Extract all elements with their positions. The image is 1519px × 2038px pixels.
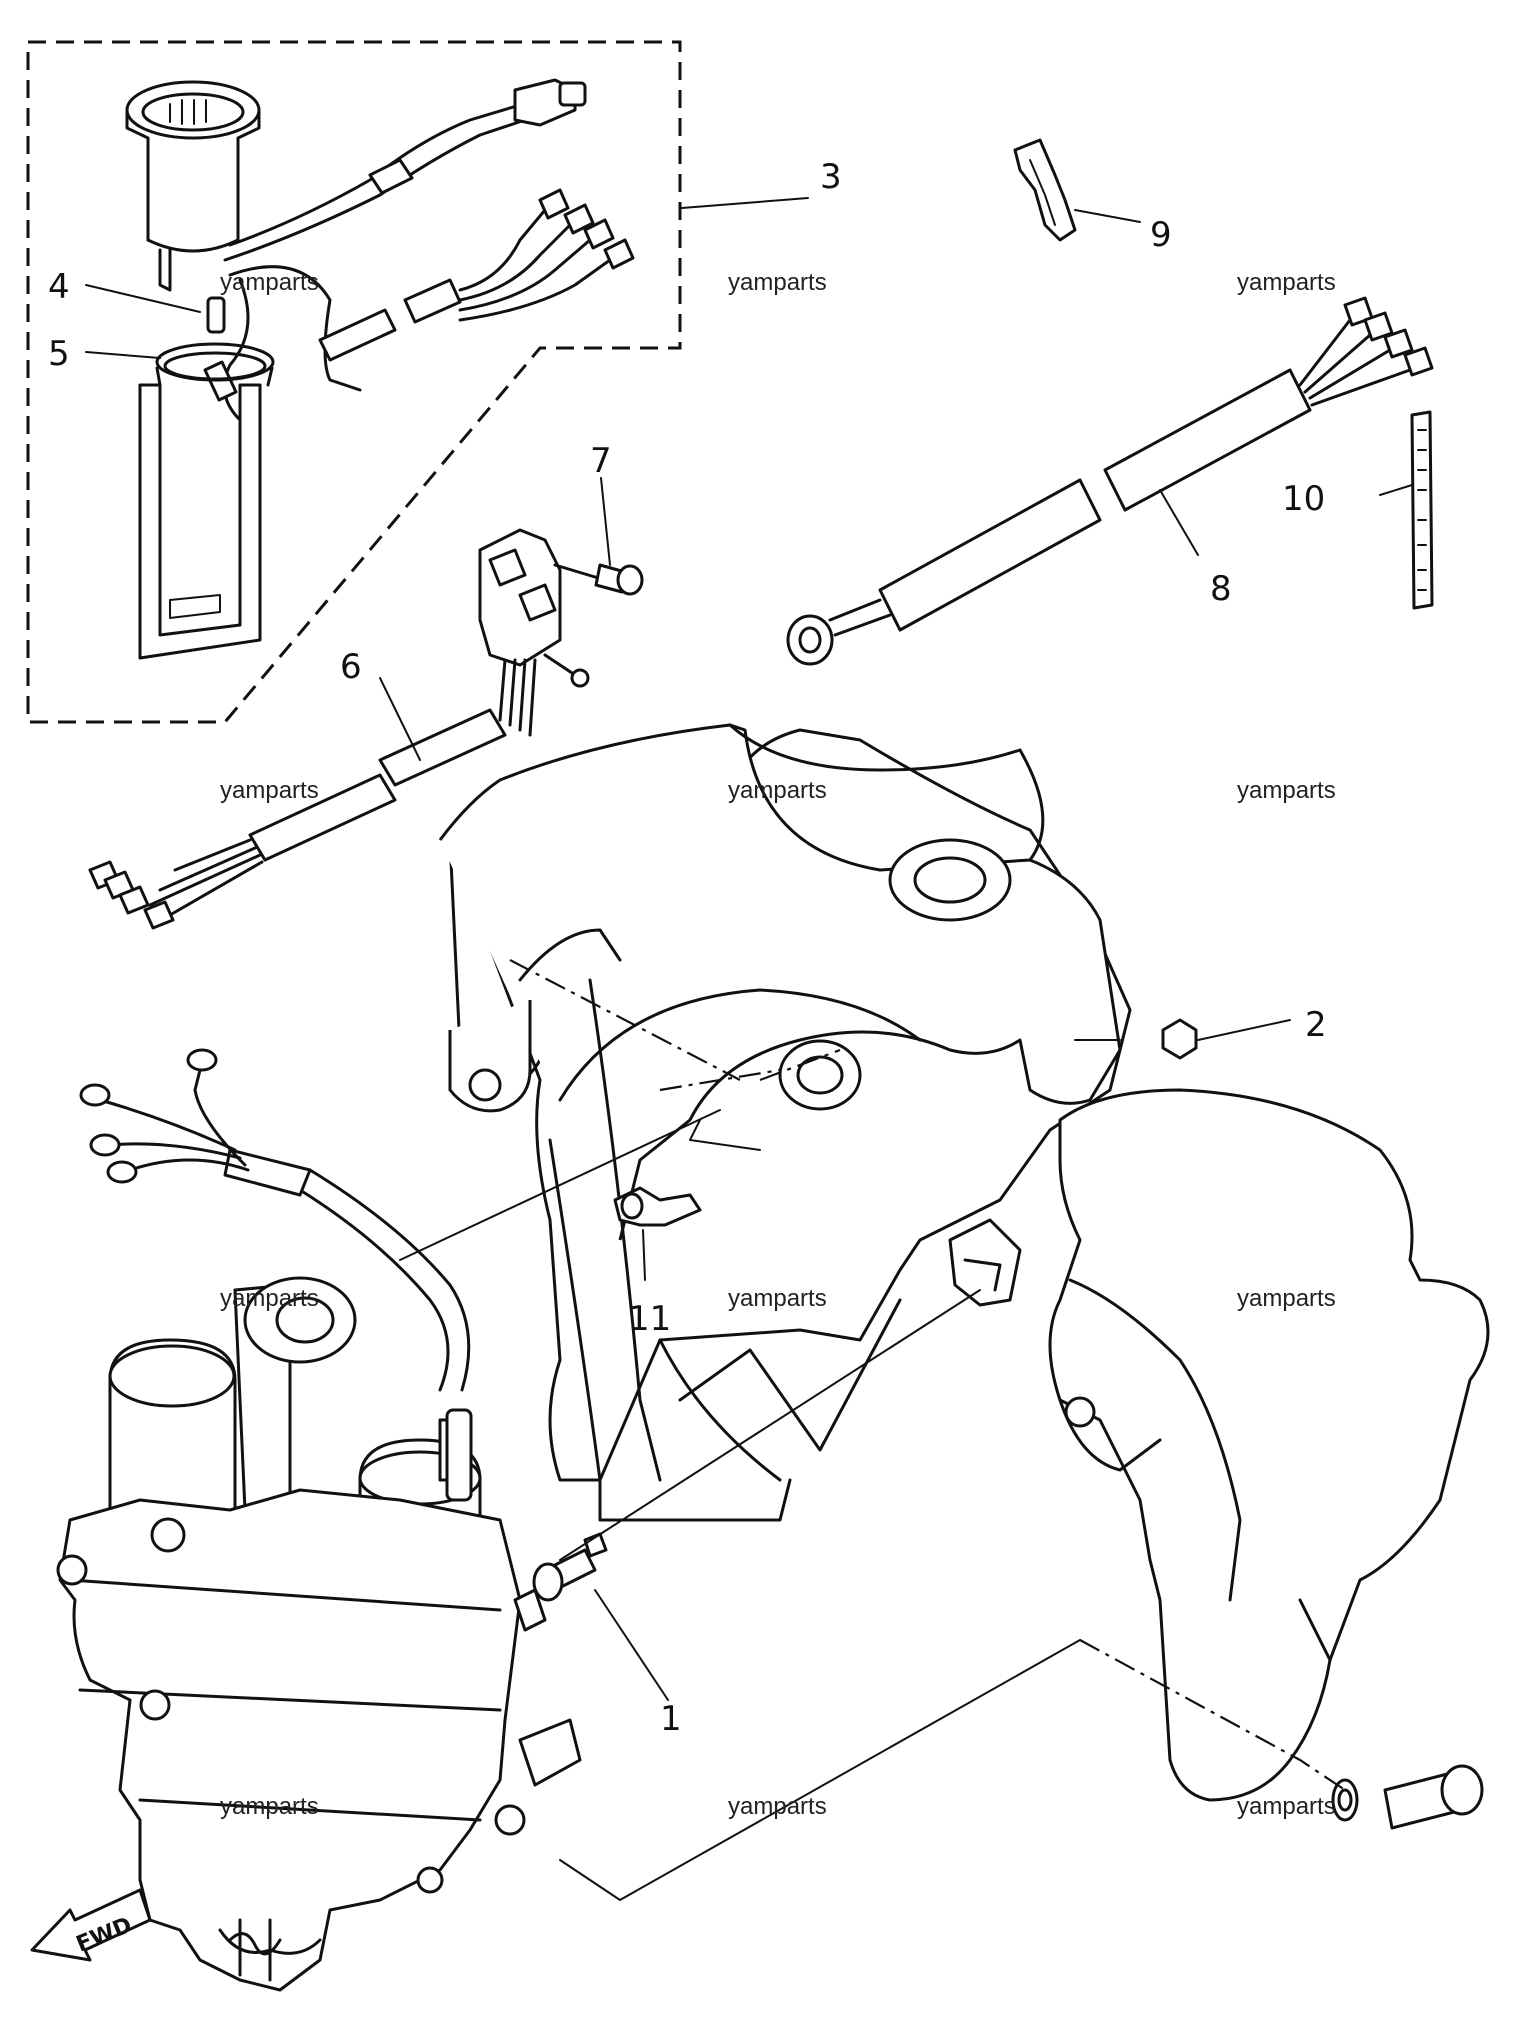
clamp-part[interactable] [613,1186,702,1227]
extension-harness[interactable] [786,296,1434,666]
callout-leaders [85,197,1413,1701]
watermark-text: yamparts [220,269,319,296]
screw-part[interactable] [553,563,644,596]
clip-part[interactable] [1013,138,1077,242]
watermark-text: yamparts [1237,269,1336,296]
cable-tie-part[interactable] [1410,410,1434,610]
fwd-arrow: FWD [30,1888,152,1962]
watermark-text: yamparts [220,1285,319,1312]
callout-2: 2 [1305,1005,1327,1045]
callout-5: 5 [48,334,70,374]
trim-meter-gauge[interactable] [125,80,261,292]
watermark-text: yamparts [1237,777,1336,804]
watermarks: yamparts yamparts yamparts yamparts yamp… [220,269,1336,1820]
callout-10: 10 [1282,479,1325,519]
watermark-text: yamparts [728,1793,827,1820]
watermark-text: yamparts [728,269,827,296]
watermark-text: yamparts [220,1793,319,1820]
callout-6: 6 [340,647,362,687]
callout-8: 8 [1210,569,1232,609]
watermark-text: yamparts [1237,1793,1336,1820]
clamp-bracket-assembly [438,723,1490,1802]
watermark-text: yamparts [1237,1285,1336,1312]
spacer-part[interactable] [206,296,226,334]
trim-unit-lead-wires [79,1048,471,1392]
power-trim-tilt-unit [56,1276,582,1992]
watermark-text: yamparts [728,1285,827,1312]
kit-boundary [26,40,682,724]
watermark-text: yamparts [728,777,827,804]
callout-9: 9 [1150,215,1172,255]
trim-switch-harness[interactable] [88,528,590,930]
pivot-bolt-and-washer[interactable] [1331,1764,1484,1830]
phantom-lines [399,959,1346,1901]
callout-1: 1 [660,1699,682,1739]
meter-wire-harness [203,78,635,432]
callout-4: 4 [48,267,70,307]
callout-7: 7 [590,441,612,481]
nut-part[interactable] [1161,1018,1198,1060]
watermark-text: yamparts [220,777,319,804]
callout-11: 11 [628,1299,671,1339]
meter-bracket[interactable] [138,342,275,660]
callout-3: 3 [820,157,842,197]
